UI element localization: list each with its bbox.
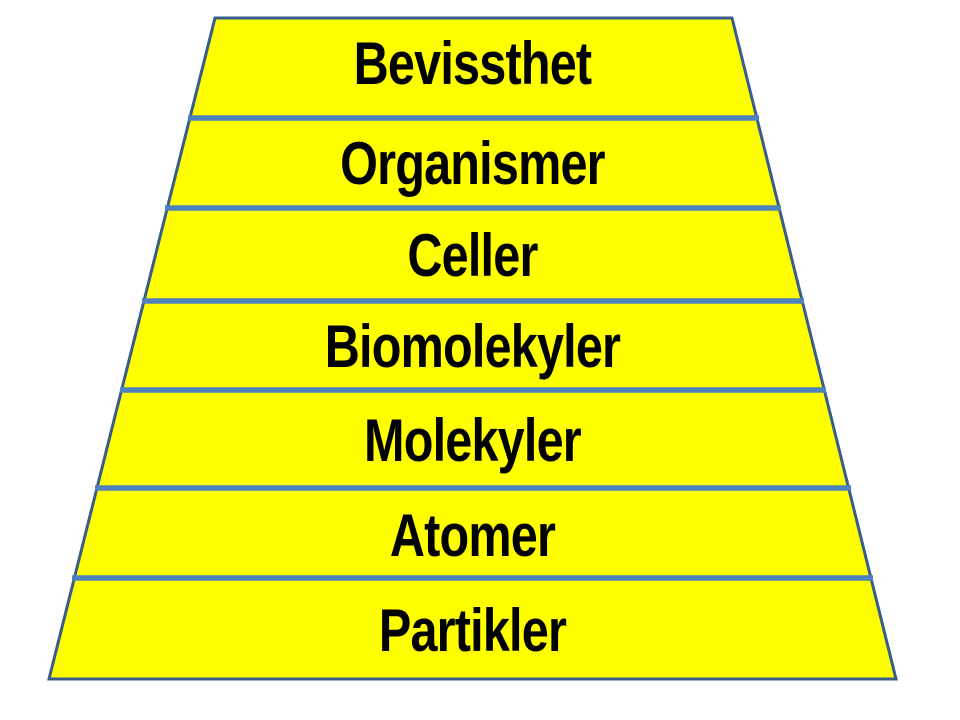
level-labels: Bevissthet Organismer Celler Biomolekyle… bbox=[325, 30, 622, 664]
pyramid-outline bbox=[47, 16, 898, 681]
level-label-organismer: Organismer bbox=[340, 130, 605, 197]
level-label-atomer: Atomer bbox=[390, 502, 556, 569]
level-label-celler: Celler bbox=[407, 222, 538, 289]
level-label-molekyler: Molekyler bbox=[364, 407, 581, 474]
level-label-biomolekyler: Biomolekyler bbox=[325, 313, 621, 380]
level-label-bevissthet: Bevissthet bbox=[354, 30, 592, 97]
level-label-partikler: Partikler bbox=[379, 597, 567, 664]
